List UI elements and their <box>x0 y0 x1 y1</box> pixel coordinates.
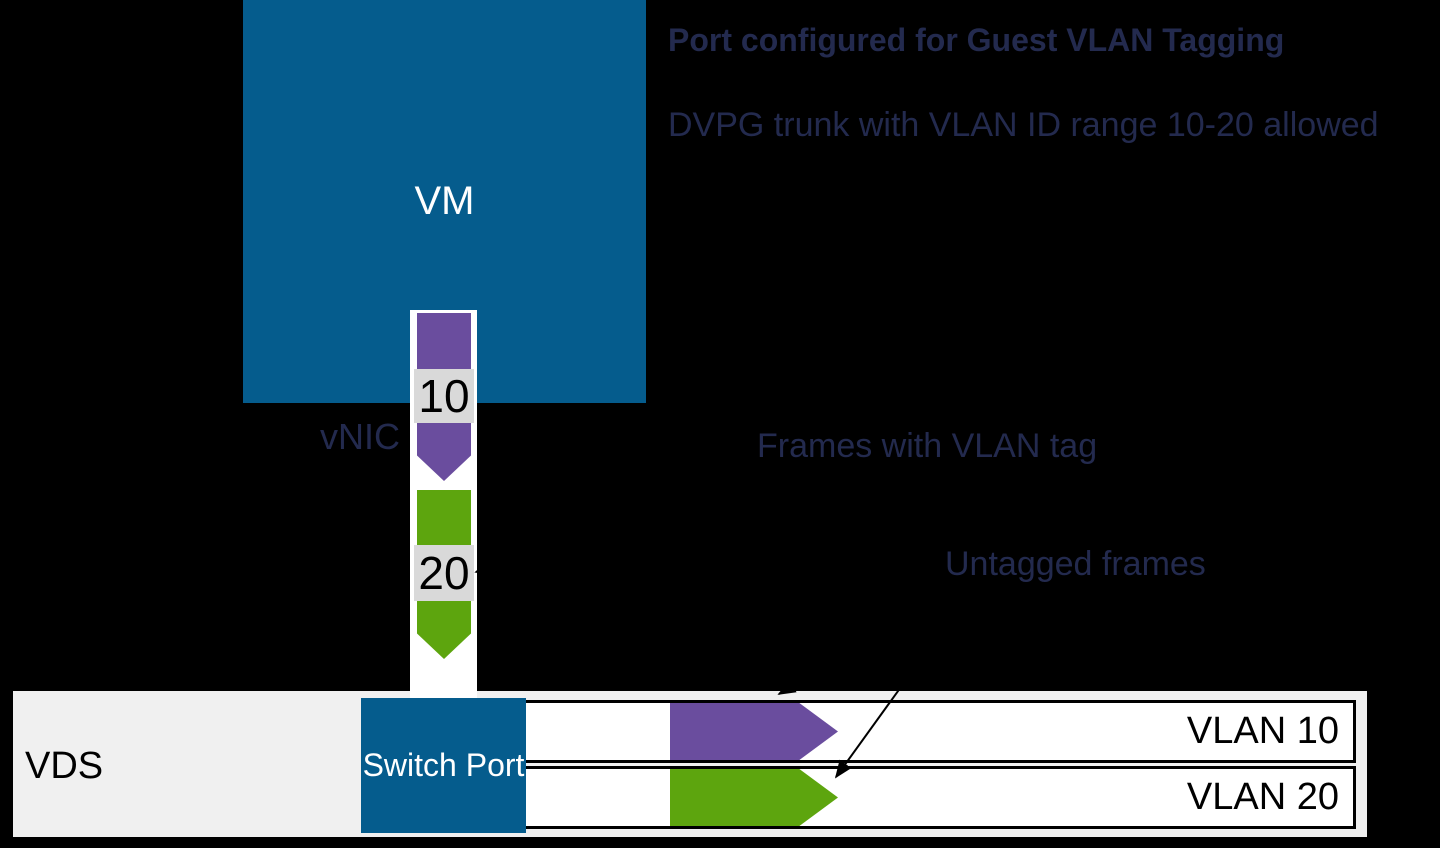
vlan10-tag-box: 10 <box>414 369 474 423</box>
vlan10-tag-value: 10 <box>418 370 470 422</box>
vds-label: VDS <box>25 745 104 787</box>
vlan20-tag-box: 20 <box>414 545 474 601</box>
vm-label: VM <box>414 179 475 223</box>
tagged-frames-annotation: Frames with VLAN tag <box>757 427 1098 465</box>
vlan20-tagged-frame-arrow-down <box>417 601 471 659</box>
vlan20-tagged-frame-body <box>417 490 471 545</box>
vnic-label: vNIC <box>320 416 400 457</box>
vlan20-lane-label: VLAN 20 <box>1186 776 1339 818</box>
vlan20-untagged-frame-arrow <box>670 769 838 826</box>
vlan10-lane-label: VLAN 10 <box>1186 710 1339 752</box>
vlan20-lane: VLAN 20 <box>523 766 1356 829</box>
diagram-subtitle: DVPG trunk with VLAN ID range 10-20 allo… <box>668 106 1379 144</box>
vlan20-tag-value: 20 <box>418 547 470 599</box>
vlan10-tagged-frame-arrow-down <box>417 423 471 481</box>
vnic-channel: 10 20 <box>410 310 477 700</box>
vlan10-tagged-frame-body <box>417 313 471 369</box>
diagram-title: Port configured for Guest VLAN Tagging <box>668 22 1285 58</box>
switch-port-box: Switch Port <box>361 698 526 833</box>
tagged-frames-arrow-to-tag20 <box>474 462 758 573</box>
untagged-frames-arrow-to-vlan10-lane <box>777 591 959 695</box>
vlan10-lane: VLAN 10 <box>523 700 1356 763</box>
vlan10-untagged-frame-arrow <box>670 703 838 760</box>
untagged-frames-annotation: Untagged frames <box>945 545 1206 583</box>
